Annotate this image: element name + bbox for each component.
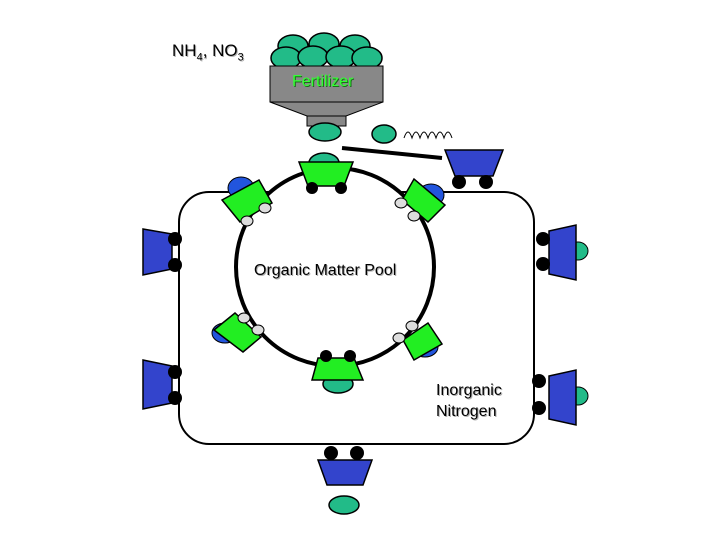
formula-separator: , NO	[203, 41, 238, 60]
chute-line	[342, 148, 442, 158]
blue-cart-right-upper	[536, 225, 588, 280]
inorganic-label-line1: Inorganic	[436, 380, 502, 401]
blue-cart-top	[445, 150, 503, 189]
spring-coil	[404, 132, 452, 138]
blue-cart-right-lower	[532, 370, 588, 425]
fertilizer-molecules	[271, 33, 382, 69]
inorganic-label-line2: Nitrogen	[436, 401, 502, 422]
ammonium-nitrate-formula: NH4, NO3	[172, 41, 244, 63]
blue-cart-left-upper	[143, 229, 182, 275]
fertilizer-label: Fertilizer	[292, 73, 353, 91]
blue-cart-bottom	[318, 446, 372, 514]
inorganic-nitrogen-label: Inorganic Nitrogen	[436, 380, 502, 422]
blue-cart-left-lower	[143, 360, 182, 409]
formula-no-subscript: 3	[238, 51, 244, 63]
rolling-molecule	[372, 125, 396, 143]
formula-nh: NH	[172, 41, 197, 60]
organic-matter-pool-label: Organic Matter Pool	[254, 262, 396, 280]
falling-molecule	[309, 123, 341, 141]
